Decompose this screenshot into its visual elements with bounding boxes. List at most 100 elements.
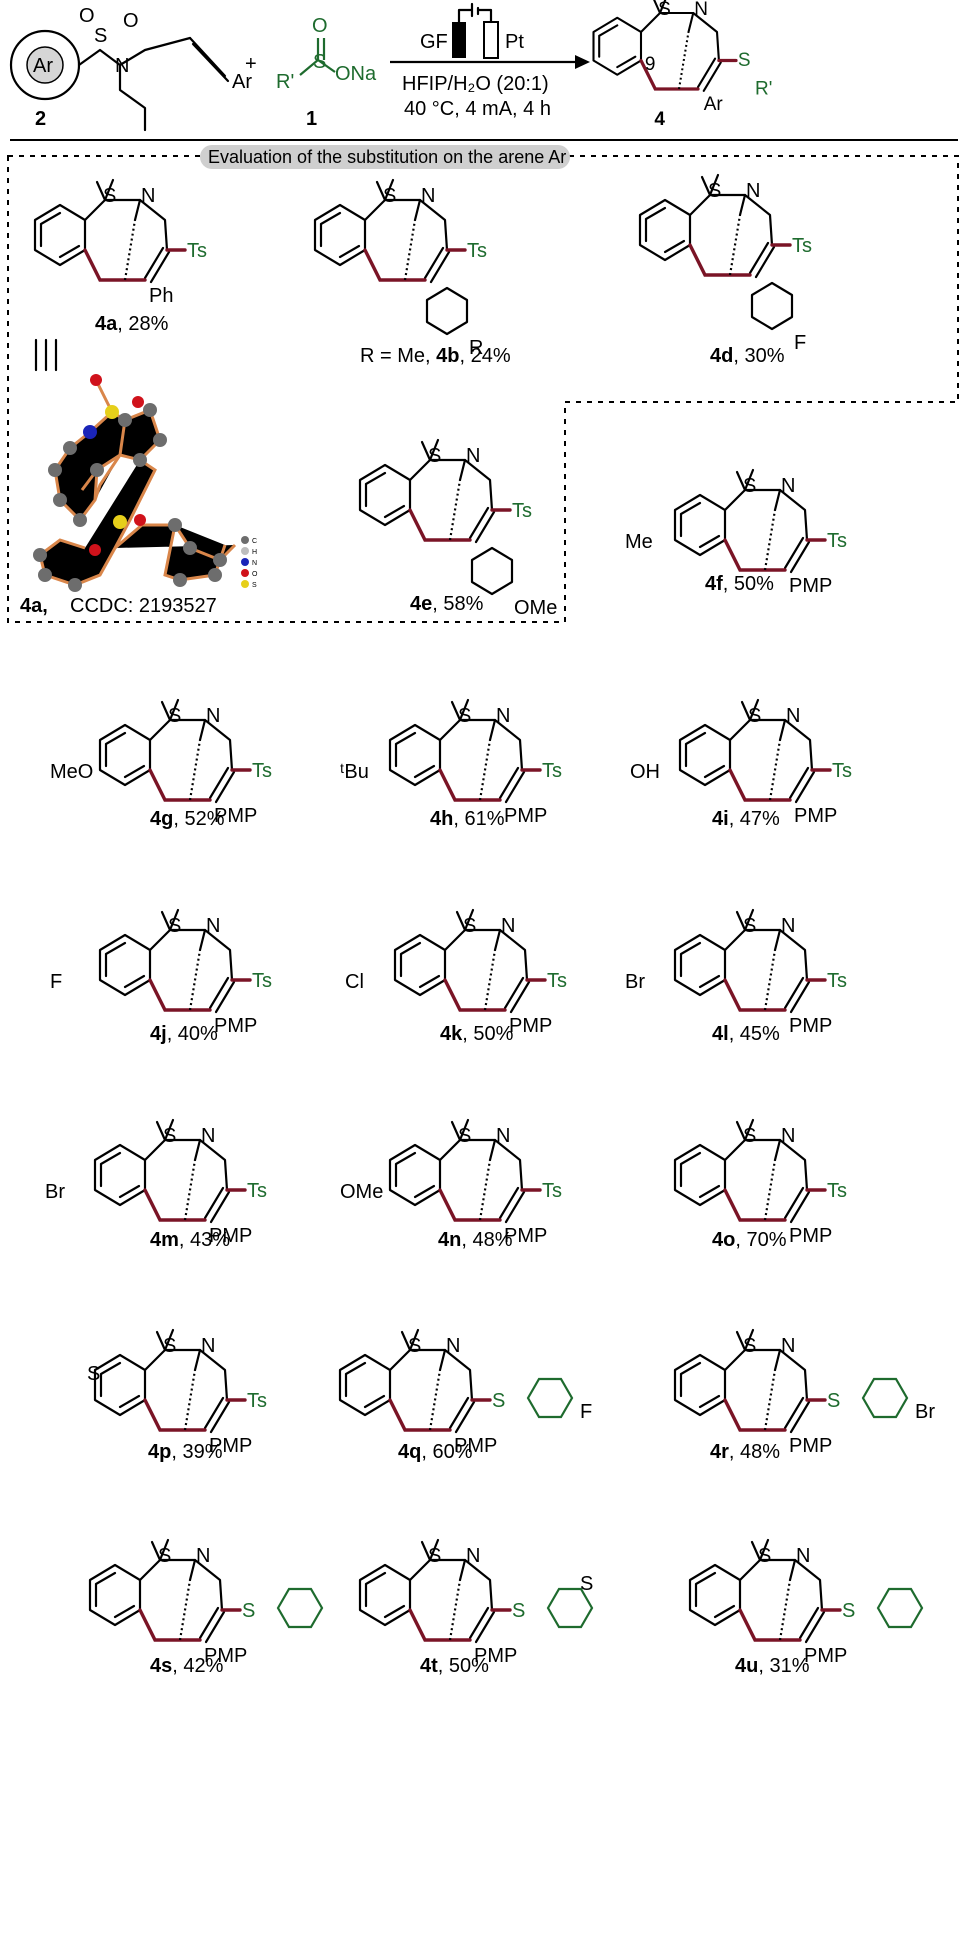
caption-4e: 4e, 58% <box>410 593 484 615</box>
crystal-caption-id: 4a, <box>20 595 48 617</box>
svg-text:O: O <box>79 5 95 27</box>
aryl-label: PMP <box>504 1225 547 1247</box>
sulfur-atom: S <box>458 1125 471 1147</box>
sulfonyl-s: S <box>512 1600 525 1622</box>
nitrogen-atom: N <box>496 1125 510 1147</box>
ring-substituent: OMe <box>340 1181 383 1203</box>
svg-text:S: S <box>313 51 326 73</box>
crystal-caption: CCDC: 2193527 <box>70 595 217 617</box>
nitrogen-atom: N <box>501 915 515 937</box>
sulfonyl-label: Ts <box>542 1180 562 1202</box>
reactant-2: Ar S O O N Ar 2 <box>9 5 252 132</box>
nitrogen-atom: N <box>781 1335 795 1357</box>
caption-4l: 4l, 45% <box>712 1023 780 1045</box>
crystal-legend: C H N O S <box>241 536 258 589</box>
sulfonyl-s: S <box>242 1600 255 1622</box>
svg-text:Ar: Ar <box>704 94 724 115</box>
reactant-2-label: 2 <box>35 108 46 130</box>
caption-4n: 4n, 48% <box>438 1229 513 1251</box>
sulfur-atom: S <box>163 1335 176 1357</box>
sulfur-atom: S <box>408 1335 421 1357</box>
sulfonyl-label: Ts <box>547 970 567 992</box>
svg-text:N: N <box>252 560 257 567</box>
reactant-1: R' O S ONa 1 <box>276 15 377 130</box>
ring-substituent: Br <box>625 971 645 993</box>
svg-text:ONa: ONa <box>335 63 377 85</box>
ring-substituent: OH <box>630 761 660 783</box>
sulfur-atom: S <box>748 705 761 727</box>
ring-substituent: Br <box>915 1401 935 1423</box>
caption-4k: 4k, 50% <box>440 1023 514 1045</box>
nitrogen-atom: N <box>466 445 480 467</box>
sulfonyl-label: Ts <box>832 760 852 782</box>
sulfur-label: S <box>94 25 107 47</box>
section-header-bg <box>200 145 570 169</box>
sulfonyl-label: Ts <box>247 1390 267 1412</box>
nitrogen-atom: N <box>781 1125 795 1147</box>
svg-text:R': R' <box>276 71 294 93</box>
svg-text:S: S <box>738 50 751 71</box>
aryl-label: PMP <box>789 1435 832 1457</box>
solvent-text: HFIP/H₂O (20:1) <box>402 73 549 95</box>
caption-4f: 4f, 50% <box>705 573 774 595</box>
aryl-label: PMP <box>789 575 832 597</box>
nitrogen-atom: N <box>466 1545 480 1567</box>
nitrogen-atom: N <box>781 475 795 497</box>
aryl-substituent: OMe <box>514 597 557 619</box>
aryl-label: PMP <box>209 1435 252 1457</box>
aryl-label: PMP <box>504 805 547 827</box>
product-label: 4 <box>654 109 665 130</box>
sulfonyl-label: Ts <box>252 970 272 992</box>
svg-text:N: N <box>694 0 708 20</box>
ring-substituent: ᵗBu <box>340 761 369 783</box>
caption-4q: 4q, 60% <box>398 1441 473 1463</box>
nitrogen-atom: N <box>796 1545 810 1567</box>
caption-4u: 4u, 31% <box>735 1655 810 1677</box>
aryl-ring: OMe <box>470 546 557 619</box>
sulfur-atom: S <box>428 1545 441 1567</box>
aryl-label: PMP <box>214 805 257 827</box>
svg-text:H: H <box>252 549 257 556</box>
product-4: S N 9 S R' Ar 4 <box>591 0 772 130</box>
crystal-structure <box>38 379 237 587</box>
aryl-ring: F <box>750 281 806 354</box>
nitrogen-atom: N <box>446 1335 460 1357</box>
aryl-substituent: R <box>469 337 483 359</box>
caption-4m: 4m, 43% <box>150 1229 230 1251</box>
caption-4b: R = Me, 4b, 24% <box>360 345 511 367</box>
sulfonyl-aryl-ring <box>876 1587 924 1629</box>
aryl-label: PMP <box>509 1015 552 1037</box>
nitrogen-atom: N <box>201 1125 215 1147</box>
caption-4a: 4a, 28% <box>95 313 169 335</box>
caption-4o: 4o, 70% <box>712 1229 787 1251</box>
ring-substituent: Cl <box>345 971 364 993</box>
svg-text:N: N <box>115 55 129 77</box>
sulfur-atom: S <box>103 185 116 207</box>
svg-text:O: O <box>252 571 258 578</box>
sulfur-atom: S <box>743 1335 756 1357</box>
sulfur-atom: S <box>428 445 441 467</box>
sulfonyl-s: S <box>492 1390 505 1412</box>
sulfur-atom: S <box>168 915 181 937</box>
nitrogen-atom: N <box>206 705 220 727</box>
ring-substituent: Br <box>45 1181 65 1203</box>
caption-4r: 4r, 48% <box>710 1441 780 1463</box>
aryl-label: PMP <box>789 1225 832 1247</box>
thiophene-s: S <box>580 1573 593 1595</box>
sulfonyl-aryl-ring <box>276 1587 324 1629</box>
electrolysis-arrow: GF Pt HFIP/H₂O (20:1) 40 °C, 4 mA, 4 h <box>390 2 590 120</box>
section-header: Evaluation of the substitution on the ar… <box>208 147 566 167</box>
